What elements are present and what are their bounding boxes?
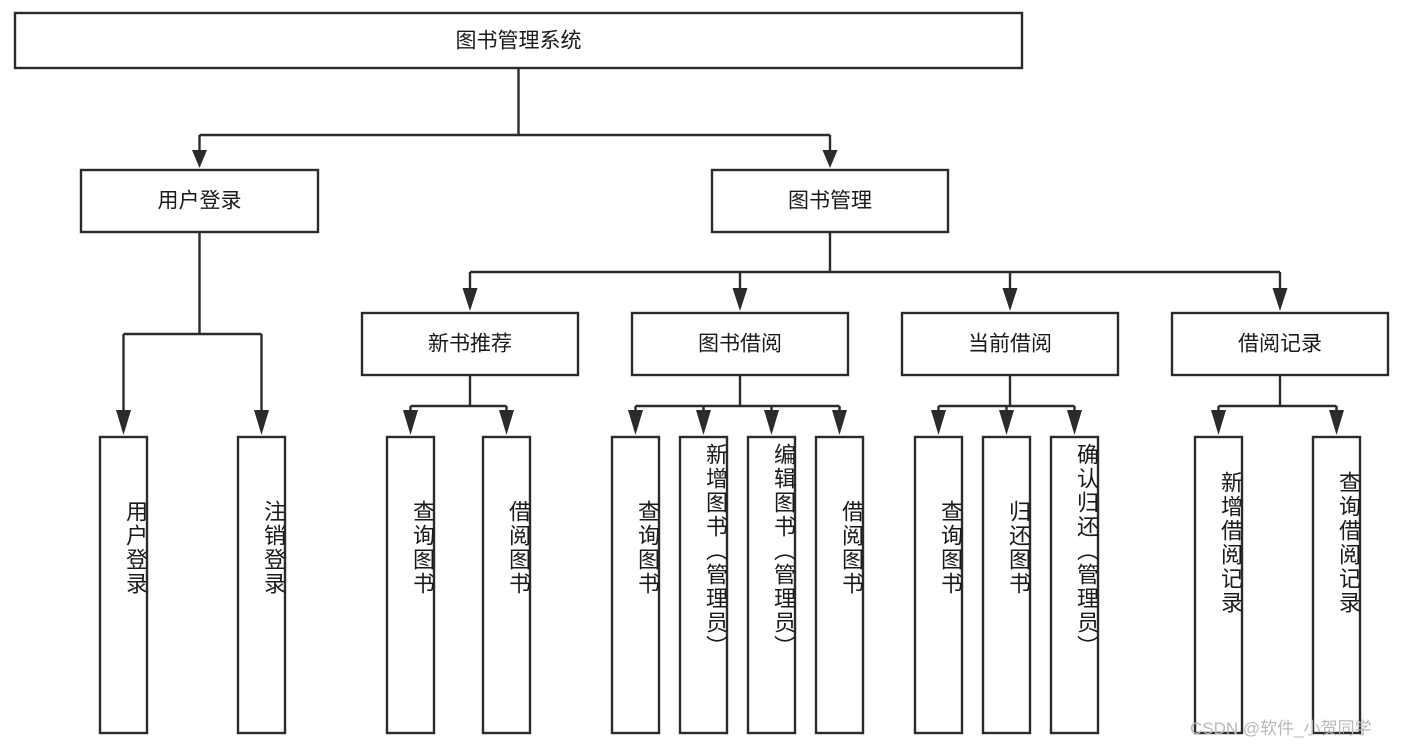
leaf-box-query-borrow-record[interactable] bbox=[1311, 435, 1362, 735]
arrow-nbr-leaf-1 bbox=[403, 410, 418, 435]
node-current-borrow-label: 当前借阅 bbox=[968, 333, 1052, 356]
leaf-box-borrow-book-recommend[interactable] bbox=[481, 435, 532, 735]
csdn-watermark: CSDN @软件_小贺同学 bbox=[1190, 719, 1372, 738]
connector-group-user-login bbox=[116, 232, 269, 435]
arrow-bb-leaf-2 bbox=[696, 410, 711, 435]
node-current-borrow-box[interactable] bbox=[900, 311, 1120, 377]
arrow-nbr-leaf-2 bbox=[499, 410, 514, 435]
connector-group-borrow-records bbox=[1211, 375, 1344, 435]
node-root[interactable]: 图书管理系统 bbox=[13, 11, 1024, 70]
node-book-management-label: 图书管理 bbox=[788, 190, 872, 213]
leaf-box-query-book-current[interactable] bbox=[913, 435, 964, 735]
arrow-user-login-leaf-1 bbox=[116, 410, 131, 435]
arrow-bm-to-current-borrow bbox=[1002, 288, 1018, 311]
node-borrow-records-box[interactable] bbox=[1170, 311, 1390, 377]
arrow-cb-leaf-1 bbox=[931, 410, 946, 435]
arrow-root-to-book-management bbox=[822, 150, 838, 168]
node-user-login[interactable]: 用户登录 bbox=[79, 168, 320, 234]
node-borrow-records[interactable]: 借阅记录 bbox=[1170, 311, 1390, 377]
node-book-management-box[interactable] bbox=[710, 168, 950, 234]
arrow-cb-leaf-3 bbox=[1067, 410, 1082, 435]
arrow-br-leaf-1 bbox=[1211, 410, 1226, 435]
leaf-box-borrow-book[interactable] bbox=[814, 435, 865, 735]
leaf-box-query-book-recommend[interactable] bbox=[385, 435, 436, 735]
arrow-cb-leaf-2 bbox=[999, 410, 1014, 435]
arrow-br-leaf-2 bbox=[1329, 410, 1344, 435]
arrow-root-to-user-login bbox=[192, 150, 207, 168]
connector-group-book-management bbox=[462, 232, 1288, 311]
node-borrow-records-label: 借阅记录 bbox=[1238, 333, 1322, 356]
node-book-borrow[interactable]: 图书借阅 bbox=[630, 311, 850, 377]
node-root-label: 图书管理系统 bbox=[456, 30, 582, 53]
node-user-login-label: 用户登录 bbox=[158, 190, 242, 213]
node-book-borrow-label: 图书借阅 bbox=[698, 333, 782, 356]
arrow-bb-leaf-3 bbox=[764, 410, 779, 435]
arrow-bm-to-book-borrow bbox=[732, 288, 748, 311]
leaf-box-edit-book-admin[interactable] bbox=[746, 435, 797, 735]
arrow-bm-to-borrow-records bbox=[1272, 288, 1288, 311]
node-root-box[interactable] bbox=[13, 11, 1024, 70]
connector-group-root bbox=[192, 68, 838, 168]
leaf-box-return-book[interactable] bbox=[981, 435, 1032, 735]
node-user-login-box[interactable] bbox=[79, 168, 320, 234]
arrow-user-login-leaf-2 bbox=[254, 410, 269, 435]
leaf-box-user-login[interactable] bbox=[98, 435, 149, 735]
node-book-management[interactable]: 图书管理 bbox=[710, 168, 950, 234]
leaf-box-add-borrow-record[interactable] bbox=[1193, 435, 1244, 735]
arrow-bb-leaf-1 bbox=[628, 410, 643, 435]
node-new-book-recommend[interactable]: 新书推荐 bbox=[360, 311, 580, 377]
arrow-bb-leaf-4 bbox=[832, 410, 847, 435]
leaf-boxes bbox=[98, 435, 1362, 735]
leaf-box-logout[interactable] bbox=[236, 435, 287, 735]
arrow-bm-to-new-book-recommend bbox=[462, 288, 478, 311]
node-new-book-recommend-box[interactable] bbox=[360, 311, 580, 377]
leaf-box-confirm-return-admin[interactable] bbox=[1049, 435, 1100, 735]
node-new-book-recommend-label: 新书推荐 bbox=[428, 333, 512, 356]
node-current-borrow[interactable]: 当前借阅 bbox=[900, 311, 1120, 377]
node-book-borrow-box[interactable] bbox=[630, 311, 850, 377]
leaf-box-add-book-admin[interactable] bbox=[678, 435, 729, 735]
connector-group-new-book-recommend bbox=[403, 375, 514, 435]
connector-group-current-borrow bbox=[931, 375, 1082, 435]
leaf-box-query-book-borrow[interactable] bbox=[610, 435, 661, 735]
connector-group-book-borrow bbox=[628, 375, 847, 435]
